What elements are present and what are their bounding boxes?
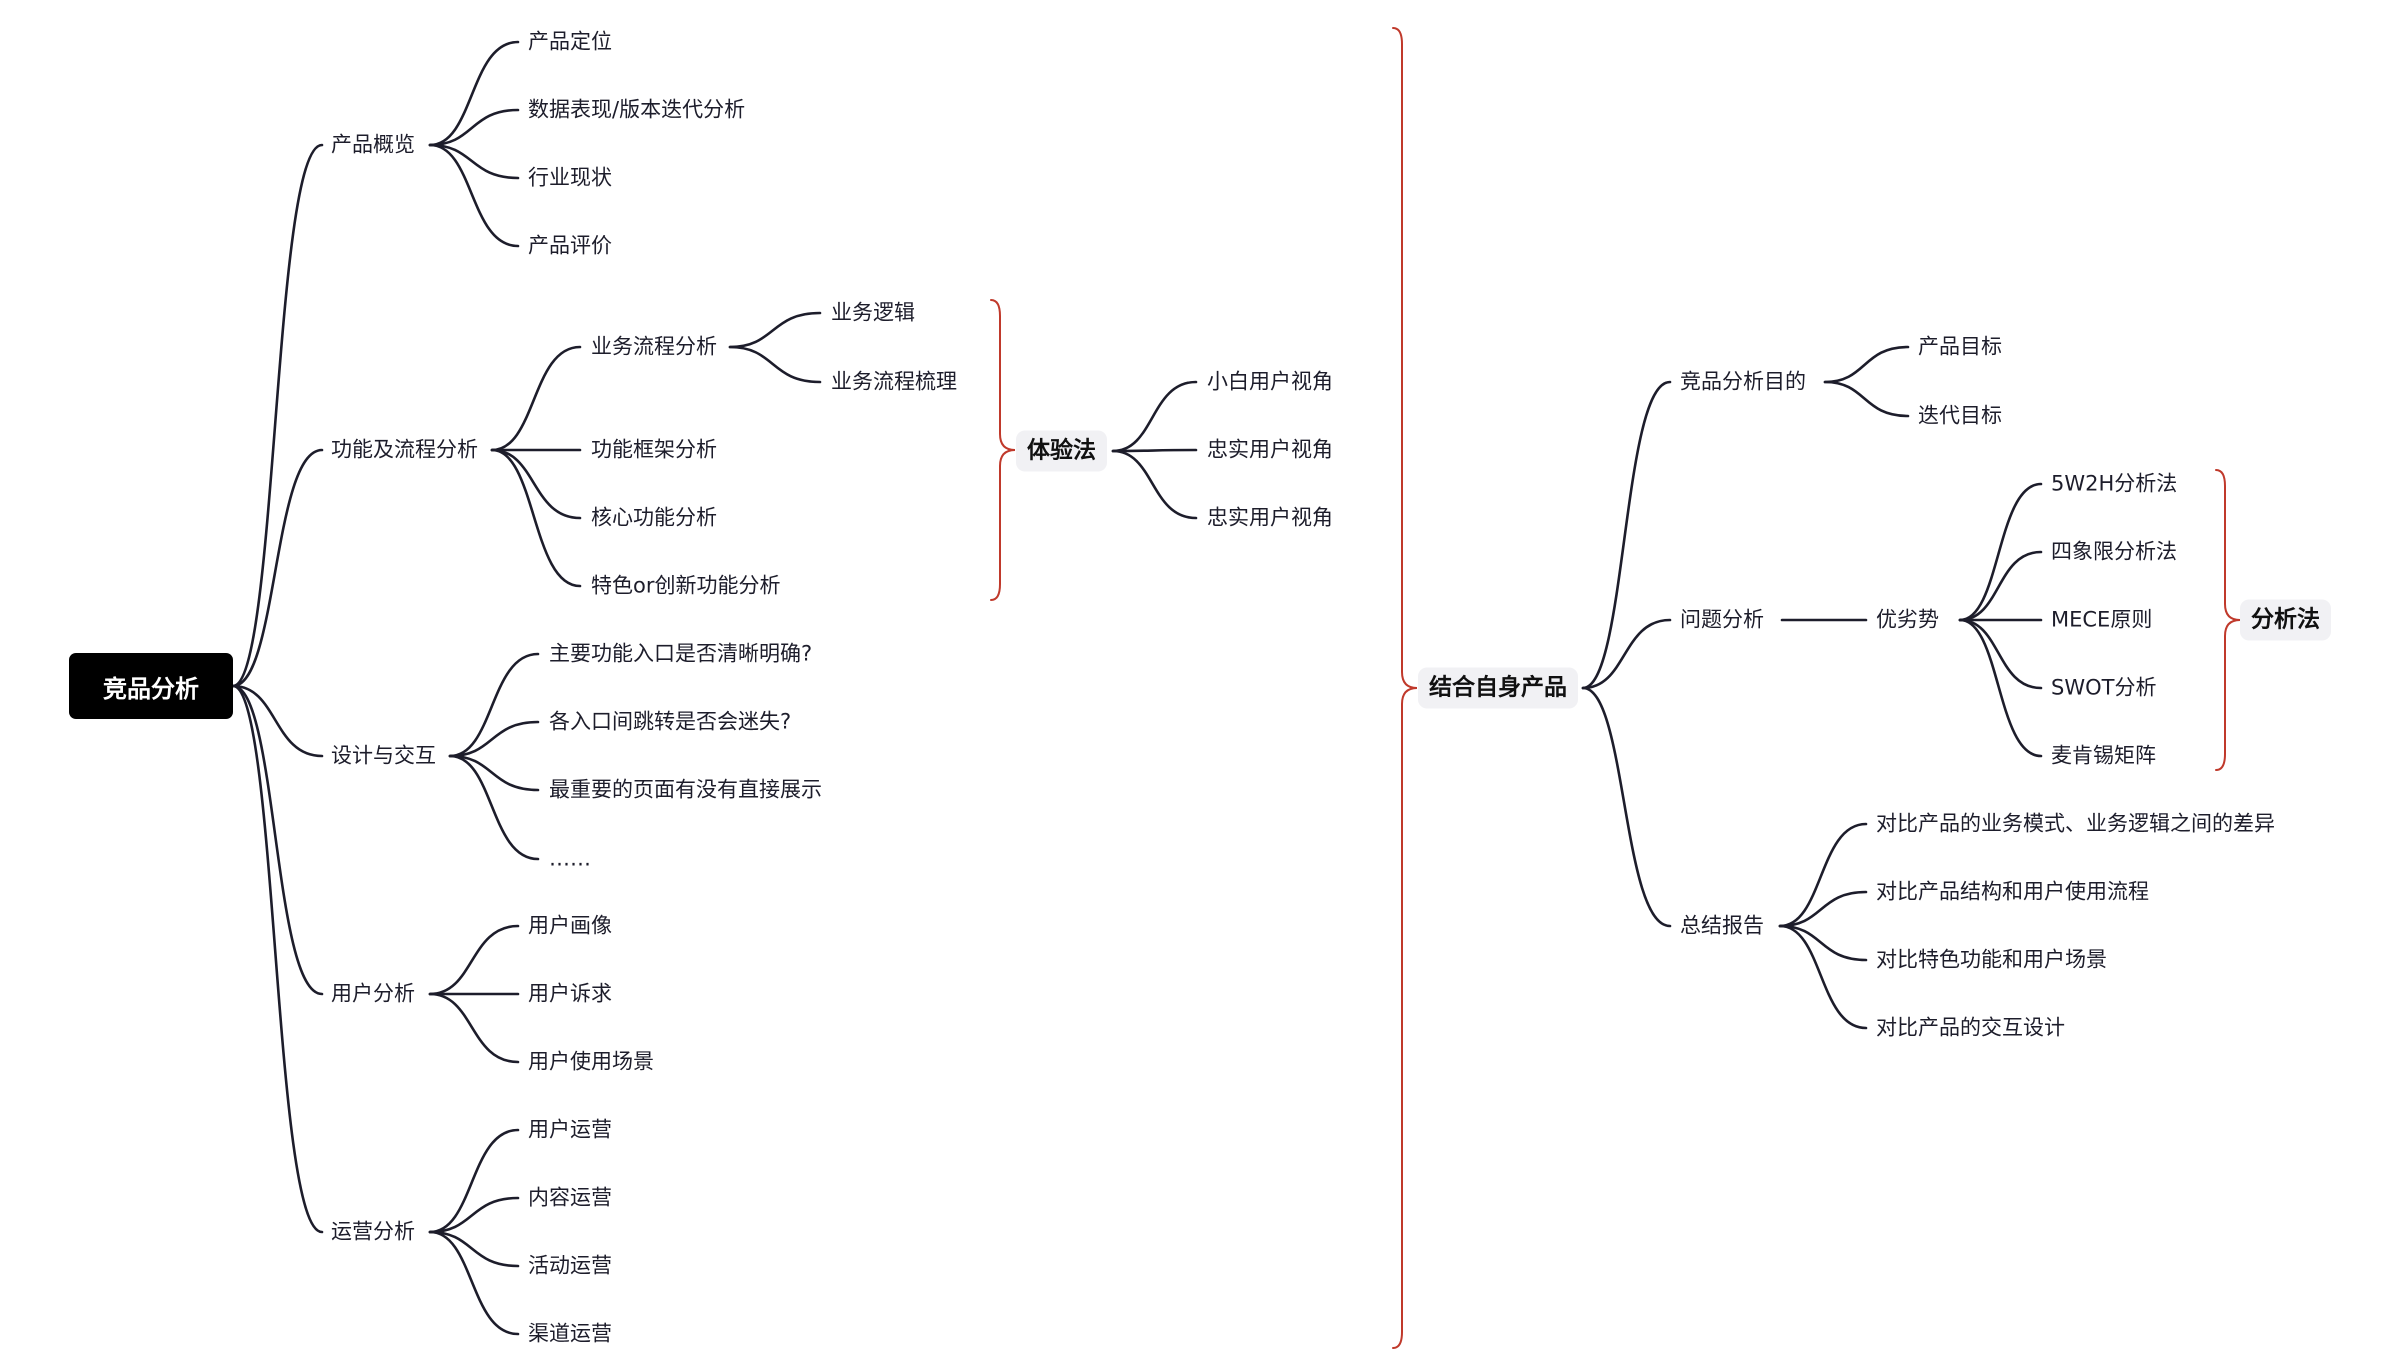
leaf-node[interactable]: 用户使用场景 bbox=[528, 1049, 654, 1074]
leaf-node[interactable]: 功能框架分析 bbox=[591, 437, 717, 462]
root-connector bbox=[231, 684, 324, 758]
leaf-node[interactable]: 对比产品的交互设计 bbox=[1876, 1015, 2065, 1040]
leaf-node[interactable]: 忠实用户视角 bbox=[1207, 505, 1333, 530]
branch-connector bbox=[1778, 924, 1868, 962]
branch-connector bbox=[1111, 449, 1198, 520]
branch-connector bbox=[428, 924, 520, 996]
leaf-node[interactable]: 麦肯锡矩阵 bbox=[2051, 743, 2156, 768]
branch-connector bbox=[728, 311, 822, 349]
leaf-node[interactable]: 内容运营 bbox=[528, 1185, 612, 1210]
leaf-node[interactable]: 忠实用户视角 bbox=[1207, 437, 1333, 462]
branch-analysis-purpose[interactable]: 竞品分析目的 bbox=[1680, 369, 1806, 394]
branch-connector bbox=[1581, 618, 1672, 690]
leaf-node[interactable]: 四象限分析法 bbox=[2051, 539, 2177, 564]
leaf-node[interactable]: 渠道运营 bbox=[528, 1321, 612, 1346]
branch-connector bbox=[728, 345, 822, 384]
leaf-node[interactable]: 最重要的页面有没有直接展示 bbox=[549, 777, 822, 802]
branch-connector bbox=[1778, 890, 1868, 928]
branch-connector bbox=[1958, 618, 2043, 690]
leaf-node[interactable]: 迭代目标 bbox=[1918, 403, 2002, 428]
branch-connector bbox=[428, 1230, 520, 1268]
root-connector bbox=[231, 448, 324, 688]
branch-connector bbox=[1958, 618, 2043, 758]
branch-connector bbox=[1823, 345, 1910, 384]
leaf-node[interactable]: 产品定位 bbox=[528, 29, 612, 54]
branch-connector bbox=[1111, 448, 1198, 453]
leaf-node[interactable]: 业务流程分析 bbox=[591, 334, 717, 359]
branch-function-flow[interactable]: 功能及流程分析 bbox=[331, 437, 478, 462]
root-connector bbox=[231, 684, 324, 1234]
leaf-node[interactable]: 核心功能分析 bbox=[591, 505, 717, 530]
branch-connector bbox=[490, 345, 582, 452]
branch-connector bbox=[428, 40, 520, 147]
leaf-node[interactable]: 用户画像 bbox=[528, 913, 612, 938]
root-connector bbox=[231, 684, 324, 996]
branch-connector bbox=[1778, 924, 1868, 1030]
leaf-node[interactable]: 主要功能入口是否清晰明确? bbox=[549, 641, 813, 666]
summary-node-analysis[interactable]: 分析法 bbox=[2240, 599, 2331, 641]
branch-connector bbox=[428, 143, 520, 248]
leaf-node[interactable]: 产品目标 bbox=[1918, 334, 2002, 359]
leaf-node[interactable]: 数据表现/版本迭代分析 bbox=[528, 97, 746, 122]
branch-connector bbox=[428, 143, 520, 180]
leaf-node[interactable]: 业务逻辑 bbox=[831, 300, 915, 325]
branch-problem-analysis[interactable]: 问题分析 bbox=[1680, 607, 1764, 632]
leaf-node[interactable]: 各入口间跳转是否会迷失? bbox=[549, 709, 792, 734]
leaf-node[interactable]: …… bbox=[549, 846, 591, 871]
leaf-node[interactable]: 产品评价 bbox=[528, 233, 612, 258]
root-connector bbox=[231, 143, 324, 688]
branch-connector bbox=[1958, 482, 2043, 622]
leaf-node[interactable]: 对比特色功能和用户场景 bbox=[1876, 947, 2107, 972]
branch-connector bbox=[1111, 380, 1198, 453]
leaf-node[interactable]: 用户运营 bbox=[528, 1117, 612, 1142]
branch-connector bbox=[428, 1230, 520, 1336]
branch-connector bbox=[490, 448, 582, 588]
leaf-node[interactable]: 活动运营 bbox=[528, 1253, 612, 1278]
branch-connector bbox=[428, 992, 520, 1064]
branch-connector bbox=[428, 1196, 520, 1234]
summary-node-experience[interactable]: 体验法 bbox=[1016, 430, 1107, 472]
branch-connector bbox=[1581, 686, 1672, 928]
leaf-node[interactable]: 对比产品的业务模式、业务逻辑之间的差异 bbox=[1876, 811, 2275, 836]
brace-combine bbox=[1392, 27, 1418, 1349]
branch-connector bbox=[428, 108, 520, 147]
leaf-node[interactable]: 小白用户视角 bbox=[1207, 369, 1333, 394]
branch-connector bbox=[448, 652, 540, 758]
branch-connector bbox=[448, 754, 540, 792]
brace-analysis bbox=[2215, 469, 2241, 771]
branch-connector bbox=[1581, 380, 1672, 690]
leaf-node[interactable]: MECE原则 bbox=[2051, 607, 2153, 632]
leaf-node[interactable]: 对比产品结构和用户使用流程 bbox=[1876, 879, 2149, 904]
leaf-node[interactable]: SWOT分析 bbox=[2051, 675, 2157, 700]
leaf-node[interactable]: 用户诉求 bbox=[528, 981, 612, 1006]
leaf-node[interactable]: 业务流程梳理 bbox=[831, 369, 957, 394]
brace-experience bbox=[990, 299, 1016, 601]
node-pros-cons[interactable]: 优劣势 bbox=[1876, 607, 1939, 632]
branch-connector bbox=[1823, 380, 1910, 418]
branch-product-overview[interactable]: 产品概览 bbox=[331, 132, 415, 157]
leaf-node[interactable]: 特色or创新功能分析 bbox=[591, 573, 781, 598]
branch-connector bbox=[490, 448, 582, 520]
root-node[interactable]: 竞品分析 bbox=[69, 653, 233, 719]
branch-operation-analysis[interactable]: 运营分析 bbox=[331, 1219, 415, 1244]
branch-summary-report[interactable]: 总结报告 bbox=[1680, 913, 1764, 938]
leaf-node[interactable]: 5W2H分析法 bbox=[2051, 471, 2178, 496]
leaf-node[interactable]: 行业现状 bbox=[528, 165, 612, 190]
branch-connector bbox=[1778, 822, 1868, 928]
branch-connector bbox=[448, 720, 540, 758]
branch-connector bbox=[448, 754, 540, 861]
summary-node-combine[interactable]: 结合自身产品 bbox=[1418, 667, 1578, 709]
branch-user-analysis[interactable]: 用户分析 bbox=[331, 981, 415, 1006]
branch-design-interaction[interactable]: 设计与交互 bbox=[331, 743, 436, 768]
branch-connector bbox=[428, 1128, 520, 1234]
branch-connector bbox=[1958, 550, 2043, 622]
